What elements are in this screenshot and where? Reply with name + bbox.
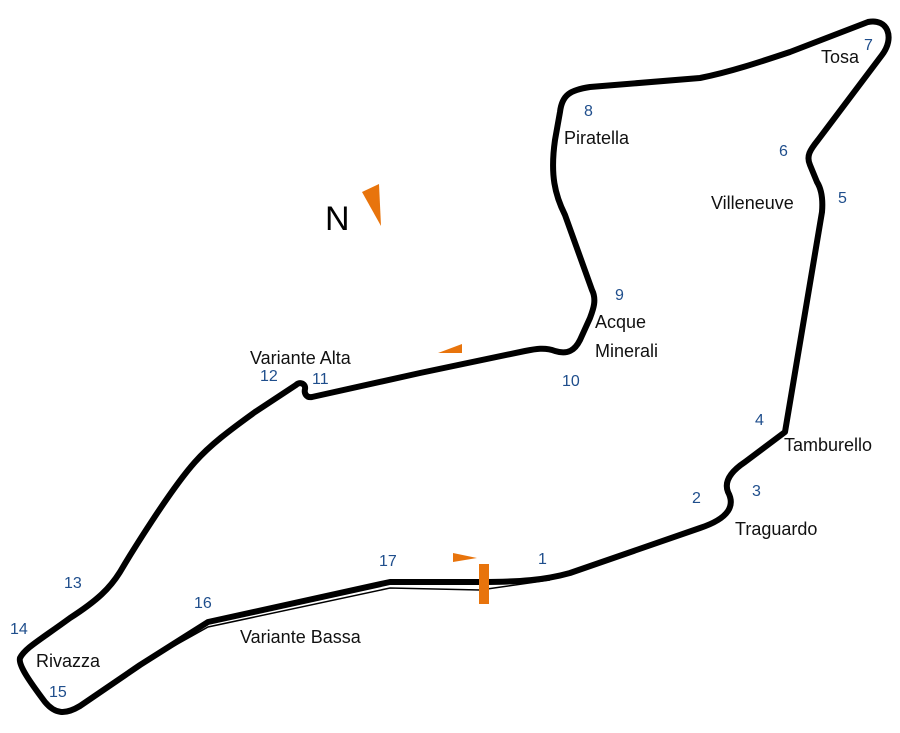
corner-number-13: 13 xyxy=(64,575,82,592)
track-outline xyxy=(16,18,892,715)
corner-number-5: 5 xyxy=(838,190,847,207)
direction-arrow xyxy=(453,553,477,562)
compass-label: N xyxy=(325,200,350,238)
corner-name-traguardo: Traguardo xyxy=(735,519,817,539)
corner-number-17: 17 xyxy=(379,553,397,570)
corner-name-variante-alta: Variante Alta xyxy=(250,348,352,368)
corner-number-7: 7 xyxy=(864,37,873,54)
corner-name-acque-line2: Minerali xyxy=(595,341,658,361)
start-finish-line xyxy=(479,564,489,604)
corner-number-2: 2 xyxy=(692,490,701,507)
corner-number-3: 3 xyxy=(752,483,761,500)
corner-number-11: 11 xyxy=(312,371,329,388)
corner-name-piratella: Piratella xyxy=(564,128,630,148)
corner-number-10: 10 xyxy=(562,373,580,390)
corner-number-1: 1 xyxy=(538,551,547,568)
corner-name-acque-line1: Acque xyxy=(595,312,646,332)
corner-name-tosa: Tosa xyxy=(821,47,860,67)
north-arrow-icon xyxy=(362,184,381,226)
corner-name-variante-bassa: Variante Bassa xyxy=(240,627,362,647)
corner-number-15: 15 xyxy=(49,684,67,701)
corner-number-8: 8 xyxy=(584,103,593,120)
corner-name-tamburello: Tamburello xyxy=(784,435,872,455)
corner-number-14: 14 xyxy=(10,621,28,638)
corner-name-villeneuve: Villeneuve xyxy=(711,193,794,213)
corner-number-16: 16 xyxy=(194,595,212,612)
corner-number-6: 6 xyxy=(779,143,788,160)
corner-number-12: 12 xyxy=(260,368,278,385)
corner-name-rivazza: Rivazza xyxy=(36,651,101,671)
corner-number-4: 4 xyxy=(755,412,764,429)
corner-number-9: 9 xyxy=(615,287,624,304)
direction-arrow xyxy=(438,344,462,353)
